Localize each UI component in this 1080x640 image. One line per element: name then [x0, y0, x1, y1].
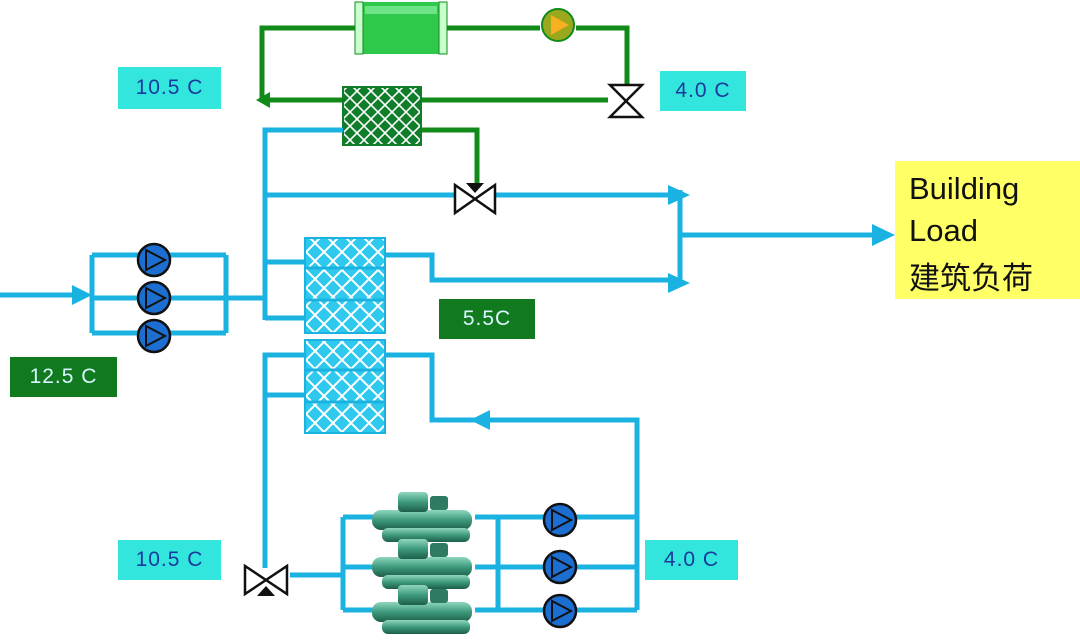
refrigerant-loop [259, 25, 630, 185]
flow-arrow [872, 224, 895, 246]
riser-pipe [677, 190, 872, 285]
plate-heat-exchanger-upper [304, 237, 386, 334]
refrigerant-pipe [420, 127, 480, 185]
exchanger-feed-pipe [265, 252, 668, 321]
chiller-supply-pipe [290, 514, 395, 613]
pump-icon [542, 502, 578, 538]
load-subtitle-en: Load [909, 213, 978, 248]
temperature-label: 5.5C [439, 299, 535, 339]
load-title-zh: 建筑负荷 [909, 261, 1033, 296]
flow-arrow [256, 92, 270, 108]
pump-icon [136, 318, 172, 354]
pump-icon [136, 280, 172, 316]
building-load-box: Building Load 建筑负荷 [895, 161, 1080, 299]
pump-icon [136, 242, 172, 278]
temperature-label: 4.0 C [645, 540, 738, 580]
refrigerant-pump-icon [541, 8, 575, 42]
pump-icon [542, 593, 578, 629]
chiller-valve-icon [243, 563, 289, 597]
bypass-pipe [262, 127, 343, 320]
temperature-label: 10.5 C [118, 67, 221, 109]
refrigerant-pipe [576, 25, 630, 90]
flow-arrows [72, 185, 895, 430]
flow-arrow [668, 185, 690, 205]
flow-arrow [72, 285, 92, 305]
chilled-water-loop [0, 127, 872, 613]
supply-valve-icon [453, 182, 497, 216]
chiller-icon [372, 539, 472, 589]
expansion-valve-icon [606, 83, 646, 119]
plate-heat-exchanger-lower [304, 339, 386, 434]
refrigerant-pipe [259, 25, 360, 100]
condenser-vessel [354, 1, 448, 55]
temperature-label: 4.0 C [660, 71, 746, 111]
chiller-icon [372, 585, 472, 634]
temperature-label: 10.5 C [118, 540, 221, 580]
lower-exchanger-pipe [262, 352, 640, 610]
temperature-label: 12.5 C [10, 357, 117, 397]
pump-icon [542, 549, 578, 585]
flow-arrow [668, 273, 690, 293]
load-title-en: Building [909, 171, 1020, 206]
flow-arrow [470, 410, 490, 430]
refrigerant-heat-exchanger [342, 86, 422, 146]
chiller-icon [372, 492, 472, 542]
